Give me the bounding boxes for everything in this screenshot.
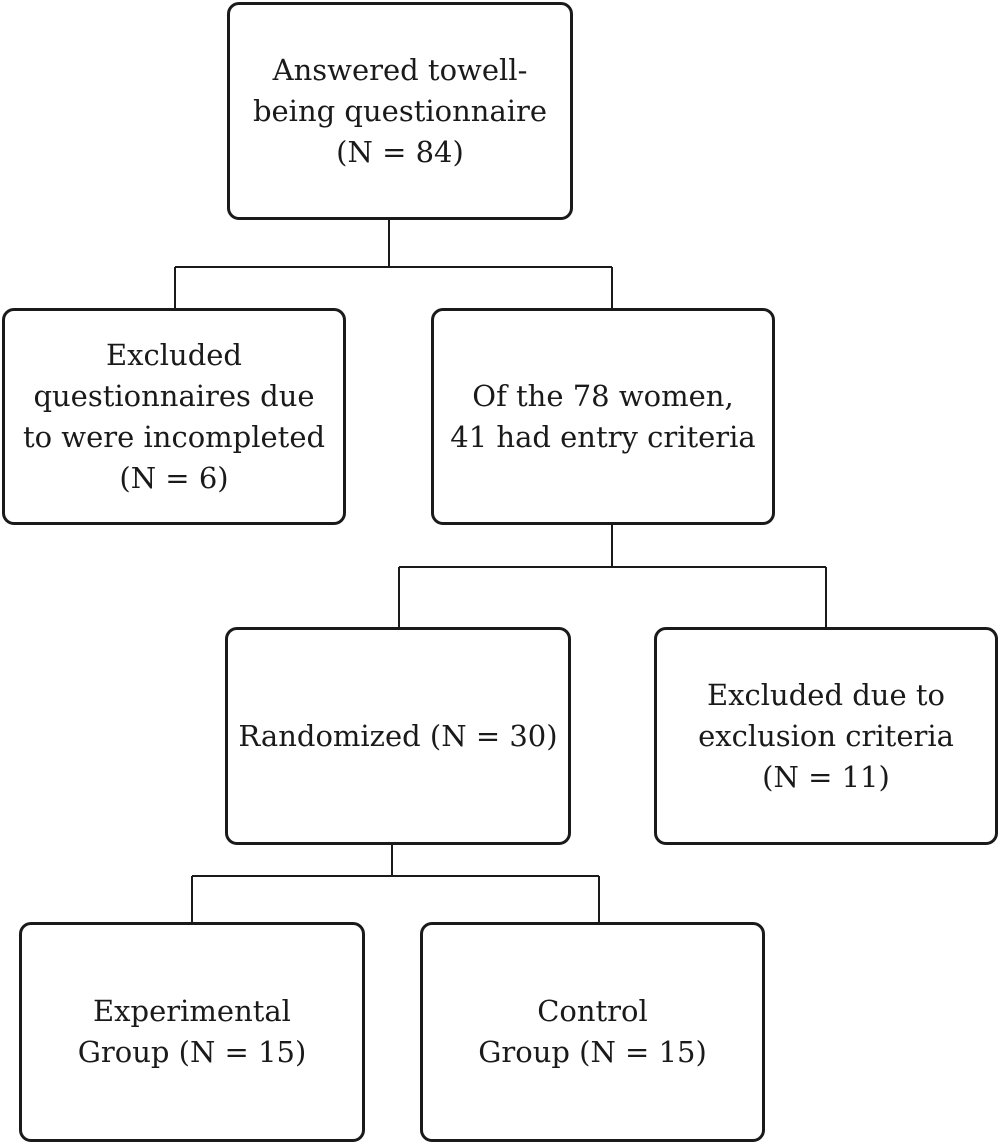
control-line-2: Group (N = 15)	[478, 1035, 707, 1069]
excluded-criteria-box: Excluded due to exclusion criteria (N = …	[654, 627, 998, 845]
experimental-line-2: Group (N = 15)	[77, 1035, 307, 1069]
answered-questionnaire-box: Answered towell- being questionnaire (N …	[227, 2, 573, 220]
excluded-incomplete-line-1: Excluded	[105, 337, 242, 372]
answered-line-1: Answered towell-	[272, 52, 528, 87]
randomized-label: Randomized (N = 30)	[238, 718, 558, 753]
entry-criteria-box: Of the 78 women, 41 had entry criteria	[431, 308, 775, 525]
entry-criteria-line-2: 41 had entry criteria	[450, 419, 756, 454]
experimental-group-box: Experimental Group (N = 15)	[19, 922, 365, 1142]
answered-line-2: being questionnaire	[252, 93, 548, 128]
control-line-1: Control	[537, 994, 648, 1028]
excluded-incomplete-line-3: to were incompleted	[22, 419, 326, 454]
excluded-incomplete-count: (N = 6)	[119, 460, 229, 495]
excluded-criteria-count: (N = 11)	[762, 759, 890, 794]
excluded-criteria-line-1: Excluded due to	[707, 677, 945, 712]
control-group-box: Control Group (N = 15)	[420, 922, 765, 1142]
excluded-incomplete-line-2: questionnaires due	[33, 378, 315, 413]
experimental-line-1: Experimental	[93, 994, 291, 1028]
excluded-incomplete-box: Excluded questionnaires due to were inco…	[2, 308, 346, 525]
randomized-box: Randomized (N = 30)	[225, 627, 571, 845]
answered-count: (N = 84)	[336, 134, 464, 169]
excluded-criteria-line-2: exclusion criteria	[698, 718, 954, 753]
entry-criteria-line-1: Of the 78 women,	[472, 378, 734, 413]
